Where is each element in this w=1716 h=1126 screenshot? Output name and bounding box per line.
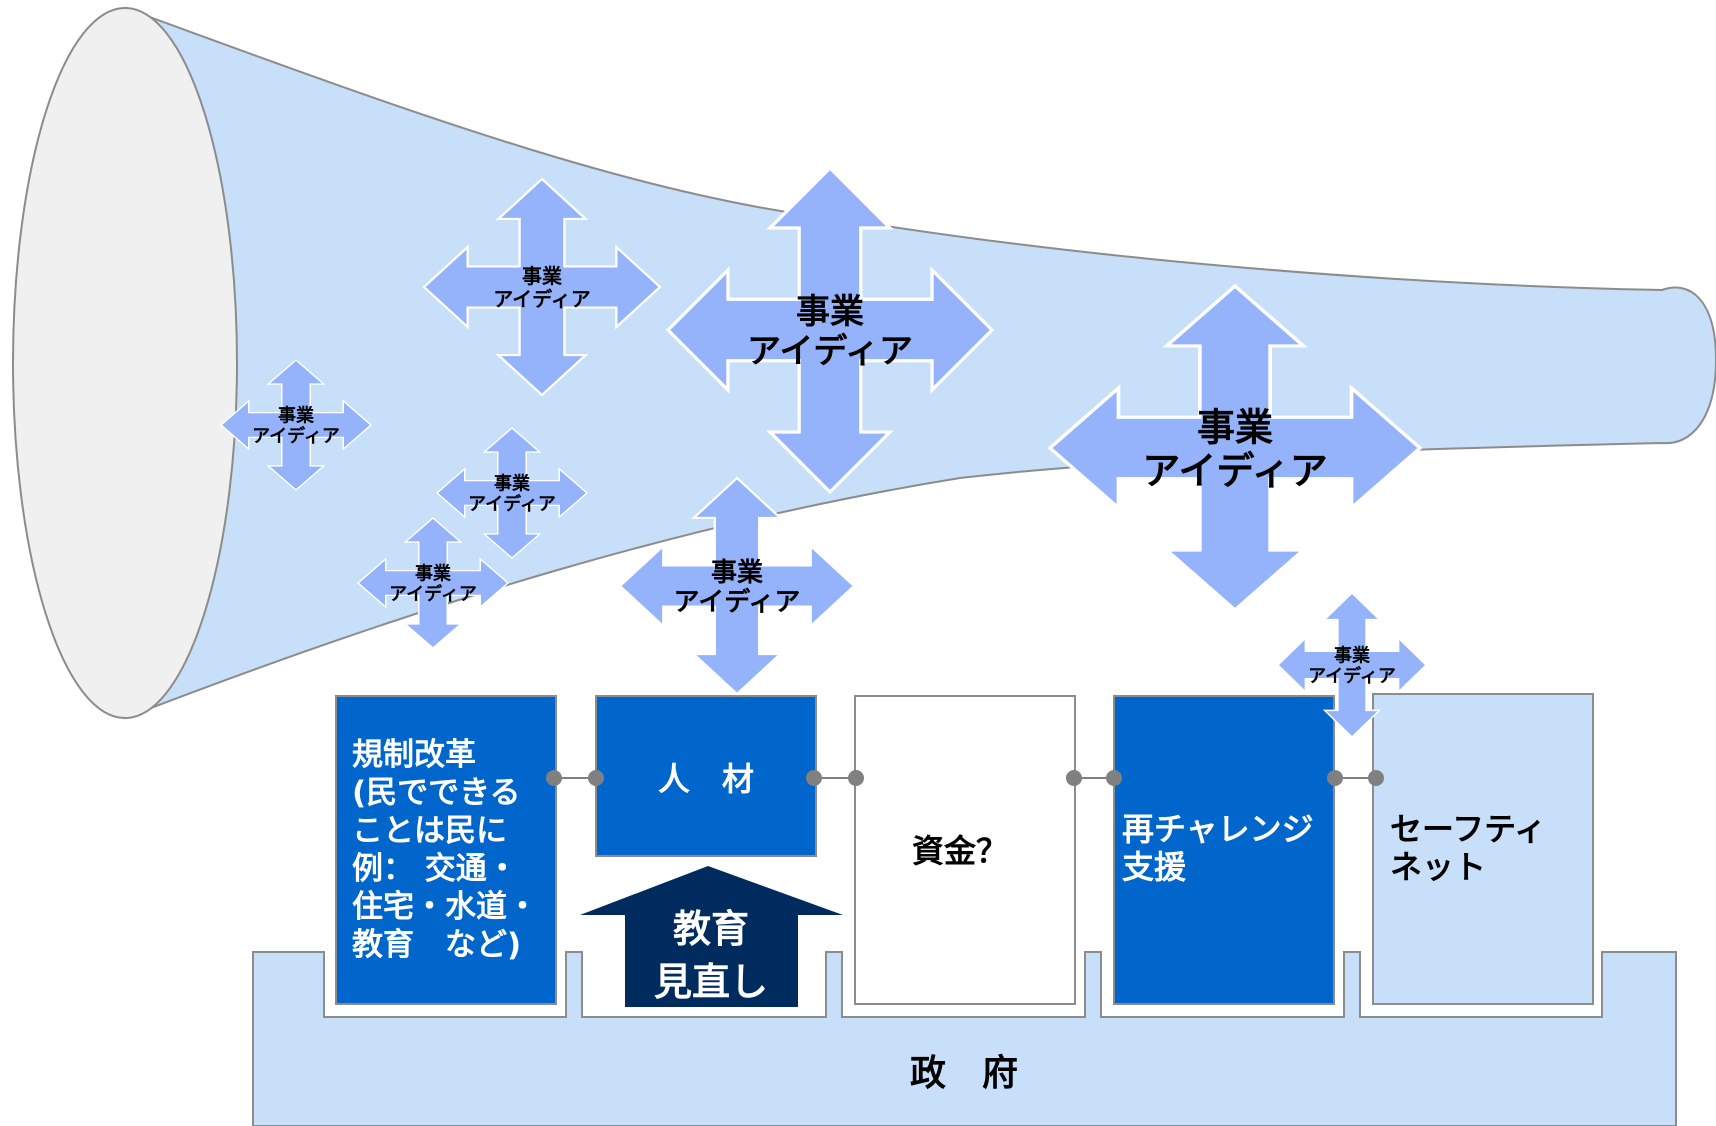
- government-label: 政 府: [910, 1052, 1018, 1094]
- regulation-line: 住宅・水道・: [352, 889, 538, 925]
- education-arrow-line1: 教育: [673, 907, 749, 951]
- rechallenge-text: 再チャレンジ 支援: [1122, 810, 1314, 886]
- education-arrow: [580, 866, 843, 1007]
- idea-arrow-line1: 事業: [796, 292, 864, 332]
- pillar-safety-net: [1372, 693, 1594, 1005]
- idea-arrow-line2: アイディア: [252, 425, 340, 447]
- megaphone-body: [124, 6, 1716, 720]
- megaphone-mouth: [12, 7, 238, 719]
- rechallenge-line: 支援: [1122, 848, 1187, 886]
- funding-label: 資金？: [912, 832, 1008, 870]
- regulation-line: 教育 など): [352, 927, 521, 963]
- rechallenge-line: 再チャレンジ: [1122, 810, 1314, 848]
- regulation-text: 規制改革 (民でできる ことは民に 例： 交通・ 住宅・水道・ 教育 など): [352, 737, 538, 963]
- regulation-line: 規制改革: [352, 737, 476, 773]
- regulation-line: 例： 交通・: [352, 851, 518, 887]
- idea-arrow-line2: アイディア: [468, 493, 556, 515]
- idea-arrow-line2: アイディア: [1308, 665, 1396, 687]
- pillar-talent: [595, 695, 817, 857]
- pillar-regulation: [335, 695, 557, 1005]
- idea-arrow-line2: アイディア: [493, 287, 591, 311]
- pillar-rechallenge: [1113, 695, 1335, 1005]
- idea-arrow-line1: 事業: [494, 472, 531, 494]
- idea-arrow-line1: 事業: [415, 562, 452, 584]
- idea-arrow-line1: 事業: [278, 404, 315, 426]
- safety-net-line: セーフティ: [1390, 810, 1546, 848]
- idea-arrow-line1: 事業: [522, 264, 563, 288]
- regulation-line: (民でできる: [352, 775, 521, 811]
- education-arrow-line2: 見直し: [654, 960, 768, 1004]
- idea-arrow-line1: 事業: [1334, 644, 1371, 666]
- idea-arrow-line2: アイディア: [747, 331, 913, 371]
- idea-arrow-line2: アイディア: [1142, 449, 1327, 493]
- idea-arrow-line2: アイディア: [389, 583, 477, 605]
- idea-arrow-line2: アイディア: [674, 587, 801, 618]
- talent-label: 人 材: [658, 760, 754, 798]
- idea-arrows: 事業アイディア事業アイディア事業アイディア事業アイディア事業アイディア事業アイデ…: [220, 166, 1427, 738]
- safety-net-line: ネット: [1390, 848, 1486, 886]
- idea-arrow-line1: 事業: [711, 558, 763, 588]
- regulation-line: ことは民に: [352, 813, 507, 849]
- connectors: [546, 770, 1384, 786]
- idea-arrow-line1: 事業: [1197, 405, 1273, 449]
- pillar-funding: [854, 695, 1076, 1005]
- safety-net-text: セーフティ ネット: [1390, 810, 1546, 886]
- government-base: [252, 951, 1677, 1126]
